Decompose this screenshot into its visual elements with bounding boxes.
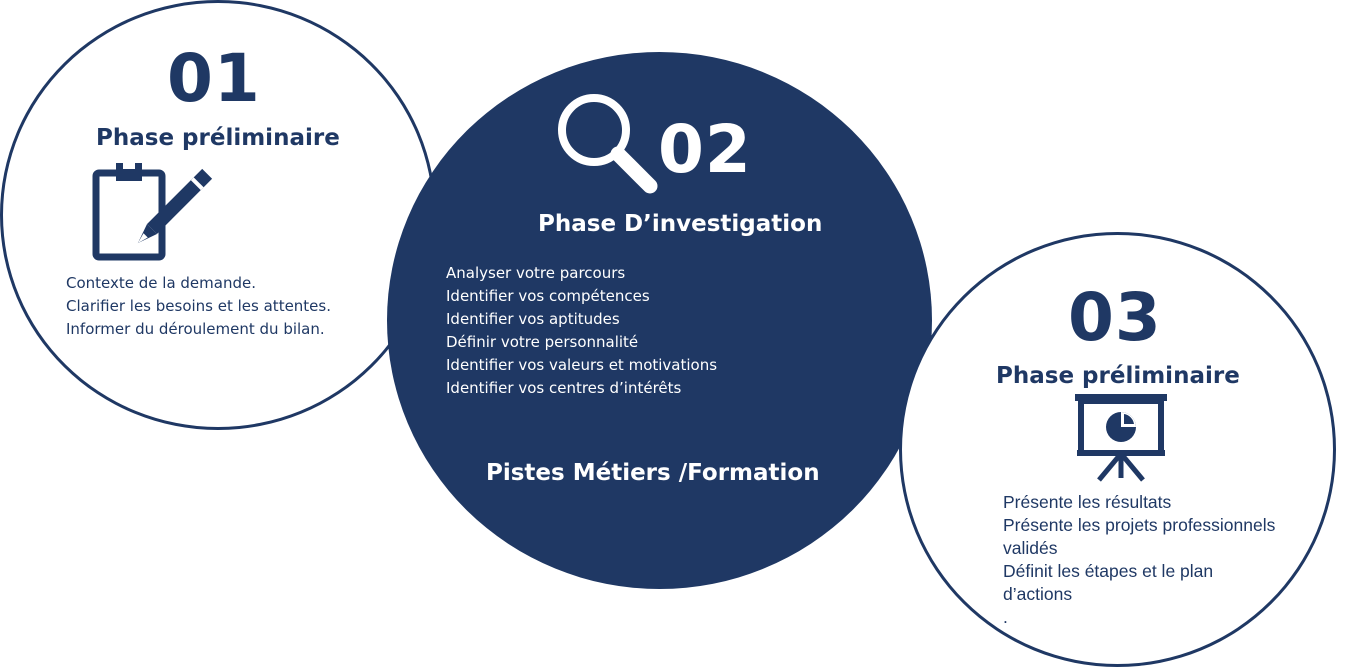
phase-1-line: Clarifier les besoins et les attentes. [66,297,331,315]
phase-2-number: 02 [658,111,752,188]
phase-1-title: Phase préliminaire [96,125,340,151]
phase-2-line: Analyser votre parcours [446,264,626,282]
phase-2-line: Identifier vos centres d’intérêts [446,379,682,397]
clipboard-pencil-icon [90,155,225,263]
phase-1-description: Contexte de la demande. Clarifier les be… [66,272,331,341]
phase-2-line: Définir votre personnalité [446,333,639,351]
presentation-board-pie-chart-icon [1075,392,1167,482]
phase-2-line: Identifier vos compétences [446,287,650,305]
phase-3-line: Présente les résultats [1003,492,1172,512]
phase-1-circle [0,0,436,430]
phase-2-footer: Pistes Métiers /Formation [486,460,820,486]
phase-1-number: 01 [167,40,261,117]
phase-3-number: 03 [1068,279,1162,356]
phase-1-line: Informer du déroulement du bilan. [66,320,325,338]
phase-2-circle [387,52,932,589]
phase-3-line: Définit les étapes et le plan [1003,561,1214,581]
phase-3-description: Présente les résultats Présente les proj… [1003,491,1275,629]
phase-2-title: Phase D’investigation [538,211,823,237]
phase-3-line: . [1003,607,1008,627]
phase-3-line: validés [1003,538,1058,558]
phase-1-line: Contexte de la demande. [66,274,256,292]
phase-2-line: Identifier vos valeurs et motivations [446,356,718,374]
phase-3-line: Présente les projets professionnels [1003,515,1276,535]
phase-3-circle [899,232,1336,667]
phase-3-line: d’actions [1003,584,1073,604]
phase-2-line: Identifier vos aptitudes [446,310,620,328]
magnifying-glass-icon [554,90,660,196]
phase-3-title: Phase préliminaire [996,363,1240,389]
phase-2-description: Analyser votre parcours Identifier vos c… [446,262,717,400]
